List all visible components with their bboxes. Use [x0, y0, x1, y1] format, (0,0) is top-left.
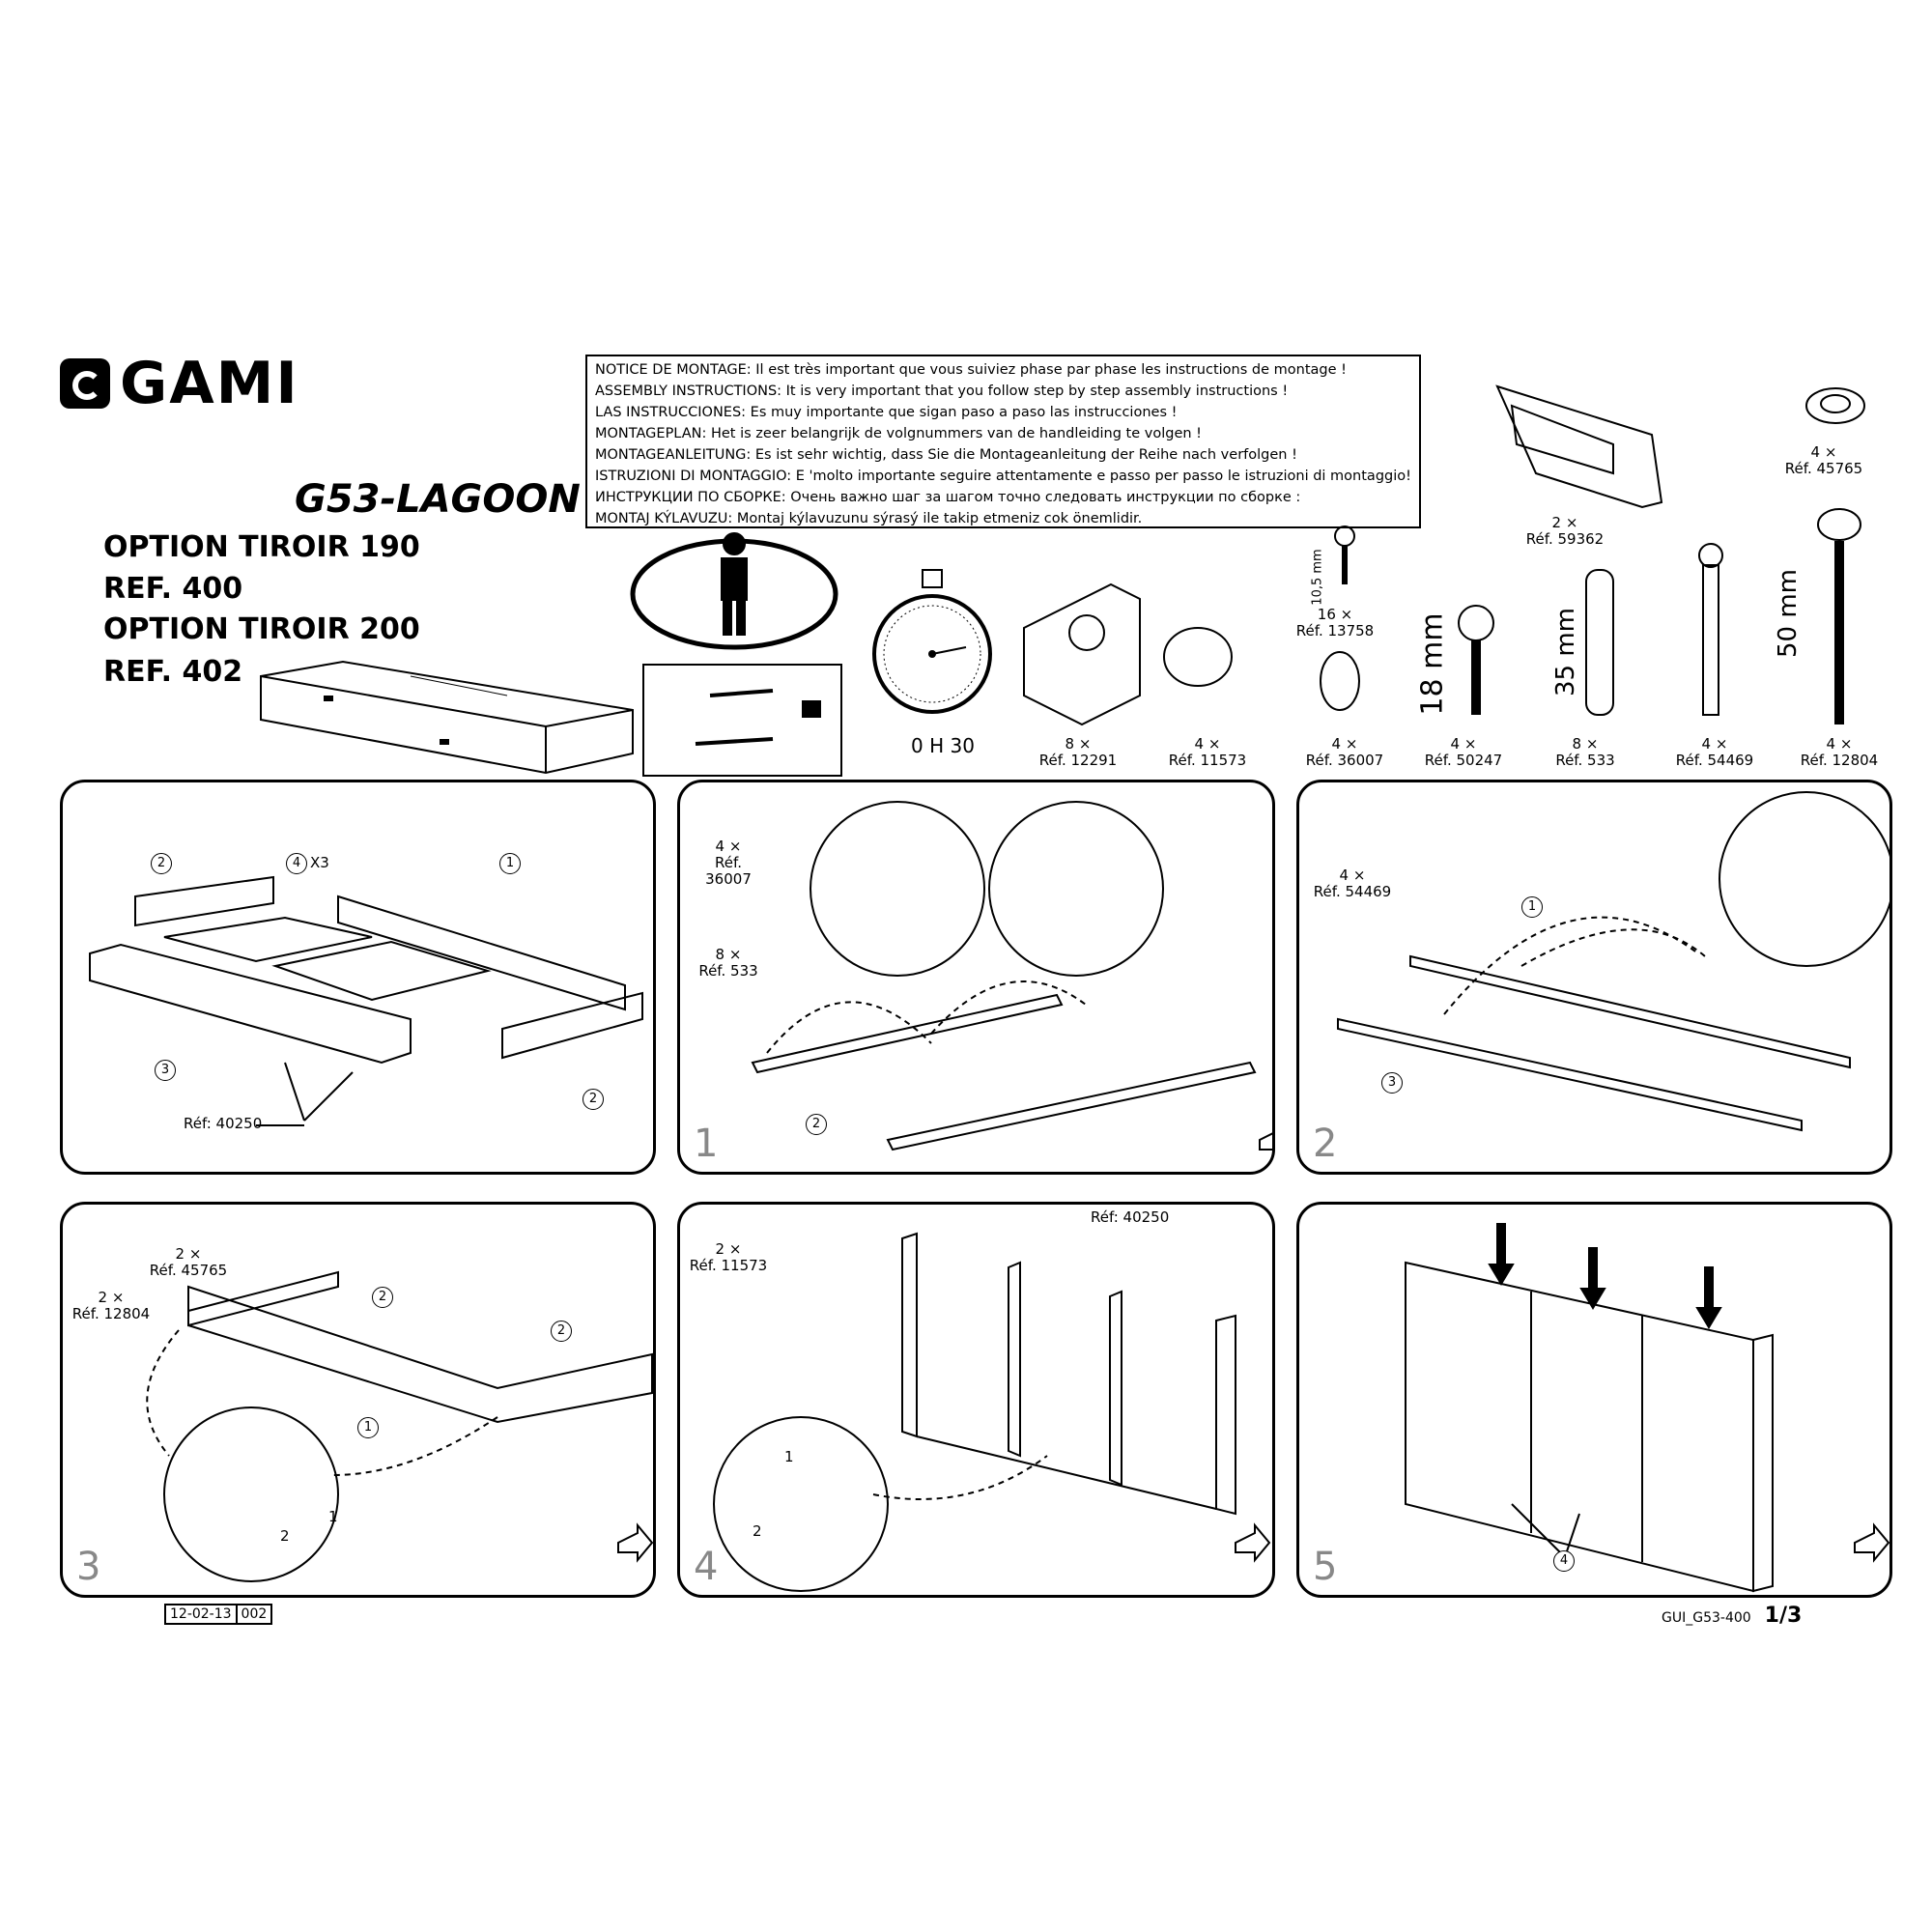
revision-box: 12-02-13 002	[164, 1604, 273, 1625]
option-label: OPTION TIROIR 190	[103, 530, 420, 564]
part-36007: 4 ×Réf. 36007	[1305, 735, 1384, 769]
notice-line-es: LAS INSTRUCCIONES: Es muy importante que…	[595, 405, 1178, 420]
step-3-panel: 2 ×Réf. 12804 2 ×Réf. 45765 2 2 1 1 2 3	[60, 1202, 656, 1598]
callout-part-2: 2	[582, 1089, 604, 1110]
callout-part-2: 2	[551, 1321, 572, 1342]
part-45765: 2 ×Réf. 45765	[149, 1245, 228, 1279]
page-info: GUI_G53-400 1/3	[1662, 1604, 1802, 1628]
notice-line-de: MONTAGEANLEITUNG: Es ist sehr wichtig, d…	[595, 447, 1297, 463]
callout-part-4: 4	[286, 853, 307, 874]
logo-text: GAMI	[120, 350, 299, 417]
assembly-notice: NOTICE DE MONTAGE: Il est très important…	[585, 355, 1421, 528]
notice-line-ru: ИНСТРУКЦИИ ПО СБОРКЕ: Очень важно шаг за…	[595, 490, 1301, 505]
step-4-panel: 2 ×Réf. 11573 Réf: 40250 1 2 4	[677, 1202, 1275, 1598]
part-54469: 4 ×Réf. 54469	[1675, 735, 1754, 769]
part-59362: 2 ×Réf. 59362	[1525, 514, 1605, 548]
part-12804: 2 ×Réf. 12804	[71, 1289, 151, 1322]
step-4-drawing	[713, 1232, 1271, 1592]
ref-label: REF. 402	[103, 655, 243, 689]
step-arrow-1: 1	[328, 1508, 338, 1525]
drawer-illustration	[260, 660, 634, 775]
revision-code: 002	[235, 1605, 271, 1623]
two-person-assembly-icon	[630, 532, 842, 777]
revision-date: 12-02-13	[170, 1606, 232, 1622]
part-533: 8 ×Réf. 533	[1555, 735, 1615, 769]
step-3-drawing	[146, 1270, 653, 1582]
assembly-time: 0 H 30	[911, 734, 975, 757]
part-45765: 4 ×Réf. 45765	[1784, 443, 1863, 477]
size-12804: 50 mm	[1774, 568, 1804, 659]
part-12291: 8 ×Réf. 12291	[1038, 735, 1118, 769]
notice-line-tr: MONTAJ KÝLAVUZU: Montaj kýlavuzunu sýras…	[595, 511, 1143, 526]
step-number: 2	[1313, 1122, 1338, 1166]
step-1-drawing	[751, 801, 1272, 1151]
gami-logo: GAMI	[60, 355, 299, 412]
model-title: G53-LAGOON	[295, 477, 581, 522]
notice-line-en: ASSEMBLY INSTRUCTIONS: It is very import…	[595, 384, 1289, 399]
step-5-panel: 4 5	[1296, 1202, 1892, 1598]
part-54469: 4 ×Réf. 54469	[1313, 867, 1392, 900]
part-533: 8 ×Réf. 533	[698, 946, 758, 980]
notice-line-fr: NOTICE DE MONTAGE: Il est très important…	[595, 362, 1347, 378]
stopwatch-icon	[872, 569, 992, 714]
callout-part-2: 2	[151, 853, 172, 874]
part-11573: 4 ×Réf. 11573	[1168, 735, 1247, 769]
part-13758: 16 ×Réf. 13758	[1295, 606, 1375, 639]
step-number: 5	[1313, 1545, 1338, 1589]
notice-line-it: ISTRUZIONI DI MONTAGGIO: E 'molto import…	[595, 469, 1411, 484]
runner-ref: Réf: 40250	[1091, 1208, 1170, 1226]
callout-part-2: 2	[372, 1287, 393, 1308]
callout-part-1: 1	[499, 853, 521, 874]
ref-label: REF. 400	[103, 572, 243, 606]
callout-part-3: 3	[155, 1060, 176, 1081]
size-533: 35 mm	[1551, 607, 1581, 697]
step-number: 1	[694, 1122, 719, 1166]
hardware-illustrations	[1023, 384, 1865, 726]
callout-part-4: 4	[1553, 1550, 1575, 1572]
size-50247: 18 mm	[1415, 612, 1450, 716]
step-arrow-2: 2	[753, 1522, 762, 1540]
part-36007: 4 ×Réf. 36007	[705, 838, 752, 888]
step-number: 3	[76, 1545, 101, 1589]
callout-part-1: 1	[357, 1417, 379, 1438]
step-number: 4	[694, 1545, 719, 1589]
step-5-drawing	[1405, 1223, 1889, 1593]
logo-mark-icon	[60, 358, 110, 409]
part-50247: 4 ×Réf. 50247	[1424, 735, 1503, 769]
step-arrow-1: 1	[784, 1448, 794, 1465]
step-arrow-2: 2	[280, 1527, 290, 1545]
document-code: GUI_G53-400	[1662, 1610, 1751, 1626]
callout-part-3: 3	[1381, 1072, 1403, 1094]
option-label: OPTION TIROIR 200	[103, 612, 420, 646]
part-11573: 2 ×Réf. 11573	[689, 1240, 768, 1274]
callout-part-2: 2	[806, 1114, 827, 1135]
callout-part-1: 1	[1521, 896, 1543, 918]
step-2-drawing	[1337, 791, 1889, 1132]
exploded-drawer-drawing	[89, 875, 643, 1126]
step-1-panel: 4 ×Réf. 36007 8 ×Réf. 533 2 1	[677, 780, 1275, 1175]
overview-panel: 2 4 X3 1 3 2 Réf: 40250	[60, 780, 656, 1175]
notice-line-nl: MONTAGEPLAN: Het is zeer belangrijk de v…	[595, 426, 1202, 441]
runner-ref: Réf: 40250	[184, 1115, 263, 1132]
quantity-x3: X3	[310, 854, 329, 871]
step-2-panel: 4 ×Réf. 54469 1 3 2	[1296, 780, 1892, 1175]
part-12804: 4 ×Réf. 12804	[1800, 735, 1879, 769]
size-13758: 10,5 mm	[1310, 549, 1325, 606]
page-number: 1/3	[1764, 1604, 1803, 1628]
